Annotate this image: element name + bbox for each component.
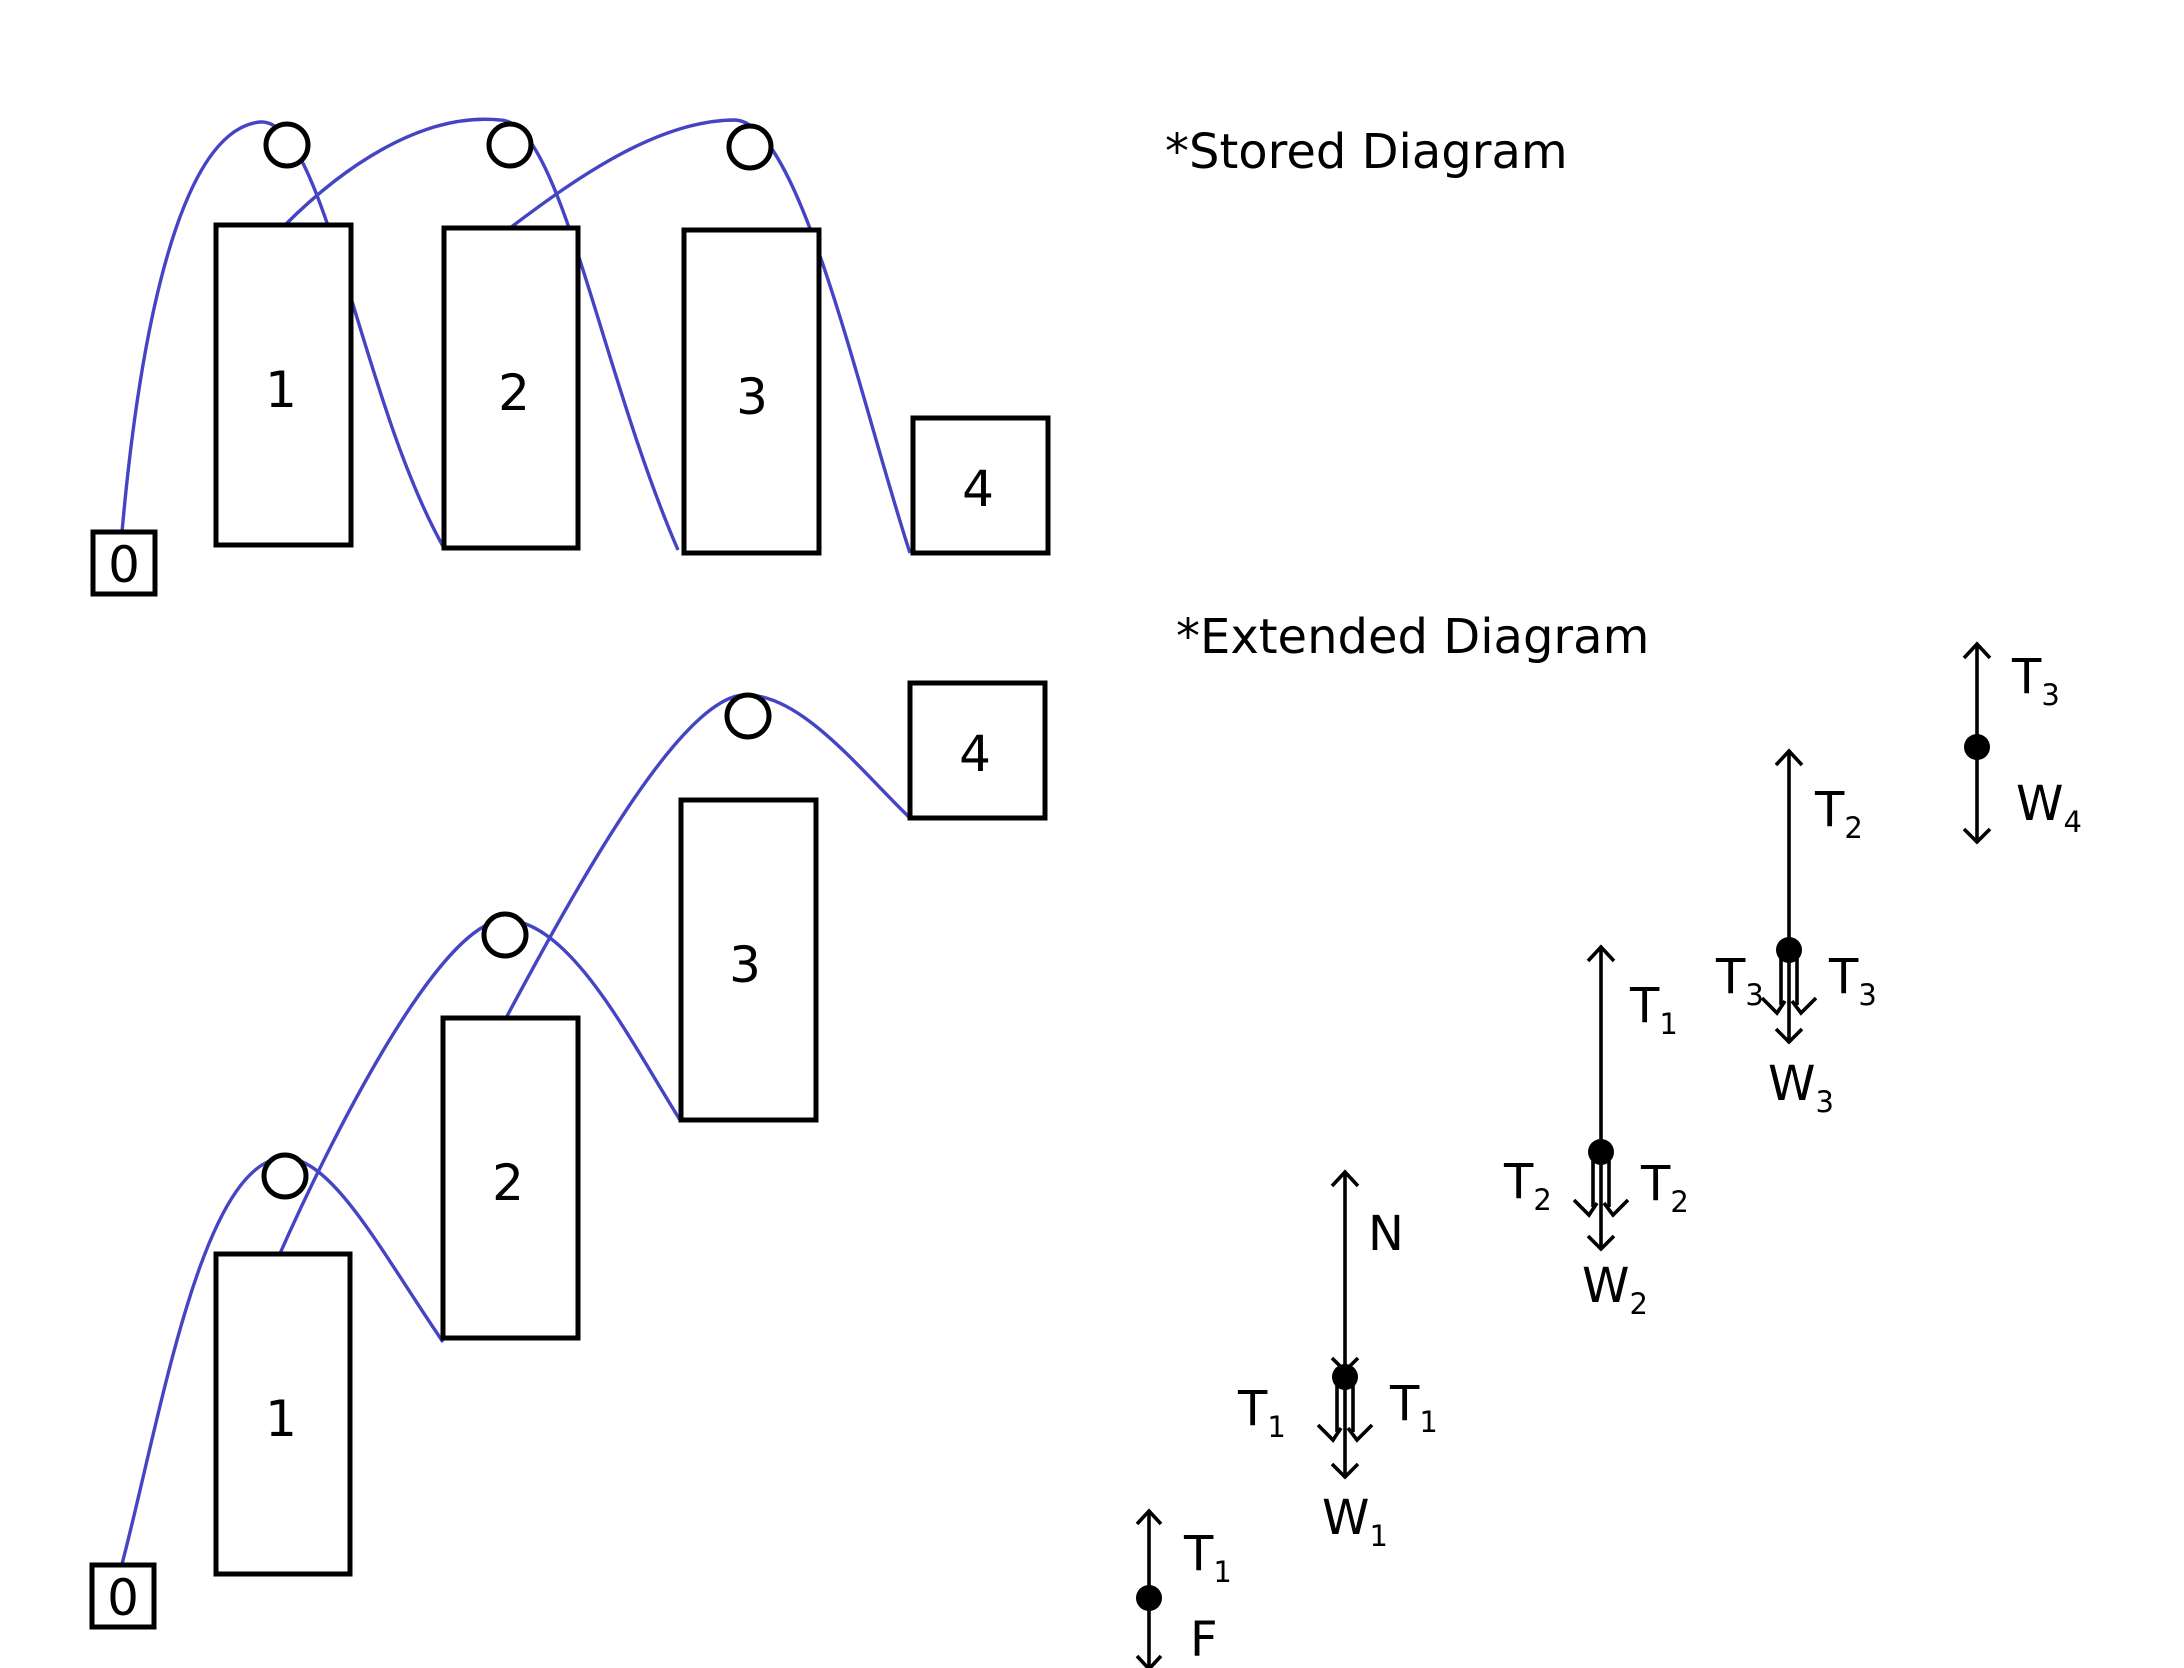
extended-box-4-label: 4	[959, 725, 991, 783]
fbd-block-3-down-label: W3	[1768, 1056, 1834, 1119]
stored-box-2-label: 2	[498, 364, 530, 422]
fbd-block-0-down-label: F	[1190, 1612, 1218, 1668]
extended-box-0: 0	[89, 1562, 157, 1630]
extended-pulley-2	[481, 911, 529, 959]
fbd-block-2: T1 T2 T2 W2	[1503, 944, 1689, 1321]
fbd-block-1-left-label: T1	[1237, 1381, 1286, 1444]
stored-box-0: 0	[90, 529, 158, 597]
stored-diagram-heading: *Stored Diagram	[1165, 124, 1568, 180]
stored-box-3: 3	[681, 227, 822, 556]
fbd-block-1-point	[1332, 1364, 1358, 1390]
stored-box-0-label: 0	[108, 536, 140, 594]
extended-box-1: 1	[213, 1251, 353, 1577]
extended-rope-2-3	[504, 693, 912, 1019]
fbd-block-3-left-label: T3	[1715, 949, 1764, 1012]
extended-diagram: *Extended Diagram 0 1 2 3 4	[89, 609, 1649, 1630]
extended-box-0-label: 0	[107, 1569, 139, 1627]
extended-box-3-label: 3	[729, 936, 761, 994]
fbd-block-3: T2 T3 T3 W3	[1715, 748, 1877, 1119]
fbd-block-2-right-label: T2	[1640, 1156, 1689, 1219]
fbd-block-2-down-label: W2	[1582, 1258, 1648, 1321]
fbd-block-4-point	[1964, 734, 1990, 760]
fbd-block-3-point	[1776, 937, 1802, 963]
stored-rope-0-1	[120, 120, 446, 549]
stored-box-4-label: 4	[962, 460, 994, 518]
stored-pulley-2	[486, 121, 534, 169]
fbd-block-1-right-label: T1	[1389, 1376, 1438, 1439]
fbd-block-2-left-label: T2	[1503, 1154, 1552, 1217]
extended-pulley-3	[724, 692, 772, 740]
extended-box-3: 3	[678, 797, 819, 1123]
fbd-block-1-up-label: N	[1368, 1206, 1404, 1262]
free-body-diagrams: T1 F N T1 T1 W1	[1135, 641, 2082, 1668]
fbd-block-4: T3 W4	[1962, 641, 2082, 845]
fbd-block-0: T1 F	[1135, 1508, 1232, 1668]
fbd-block-3-up-label: T2	[1814, 782, 1863, 845]
stored-box-4: 4	[910, 415, 1051, 556]
fbd-block-1: N T1 T1 W1	[1237, 1169, 1438, 1553]
fbd-block-0-up-label: T1	[1183, 1526, 1232, 1589]
extended-box-1-label: 1	[265, 1390, 297, 1448]
extended-box-4: 4	[907, 680, 1048, 821]
fbd-block-4-down-label: W4	[2016, 776, 2082, 839]
extended-diagram-heading: *Extended Diagram	[1176, 609, 1649, 665]
stored-pulley-3	[726, 123, 774, 171]
stored-box-2: 2	[441, 225, 581, 551]
stored-pulley-1	[263, 121, 311, 169]
extended-rope-0-1	[119, 1156, 445, 1569]
fbd-block-0-point	[1136, 1585, 1162, 1611]
fbd-block-2-up-label: T1	[1629, 978, 1678, 1041]
extended-pulley-1	[261, 1152, 309, 1200]
fbd-block-1-down-label: W1	[1322, 1490, 1388, 1553]
extended-box-2: 2	[440, 1015, 581, 1341]
fbd-block-2-point	[1588, 1139, 1614, 1165]
stored-box-3-label: 3	[736, 368, 768, 426]
stored-diagram: *Stored Diagram 0 1 2 3 4	[90, 117, 1568, 597]
fbd-block-4-up-label: T3	[2011, 649, 2060, 712]
stored-box-1-label: 1	[265, 361, 297, 419]
fbd-block-3-right-label: T3	[1828, 949, 1877, 1012]
extended-box-2-label: 2	[492, 1154, 524, 1212]
stored-box-1: 1	[213, 222, 354, 548]
